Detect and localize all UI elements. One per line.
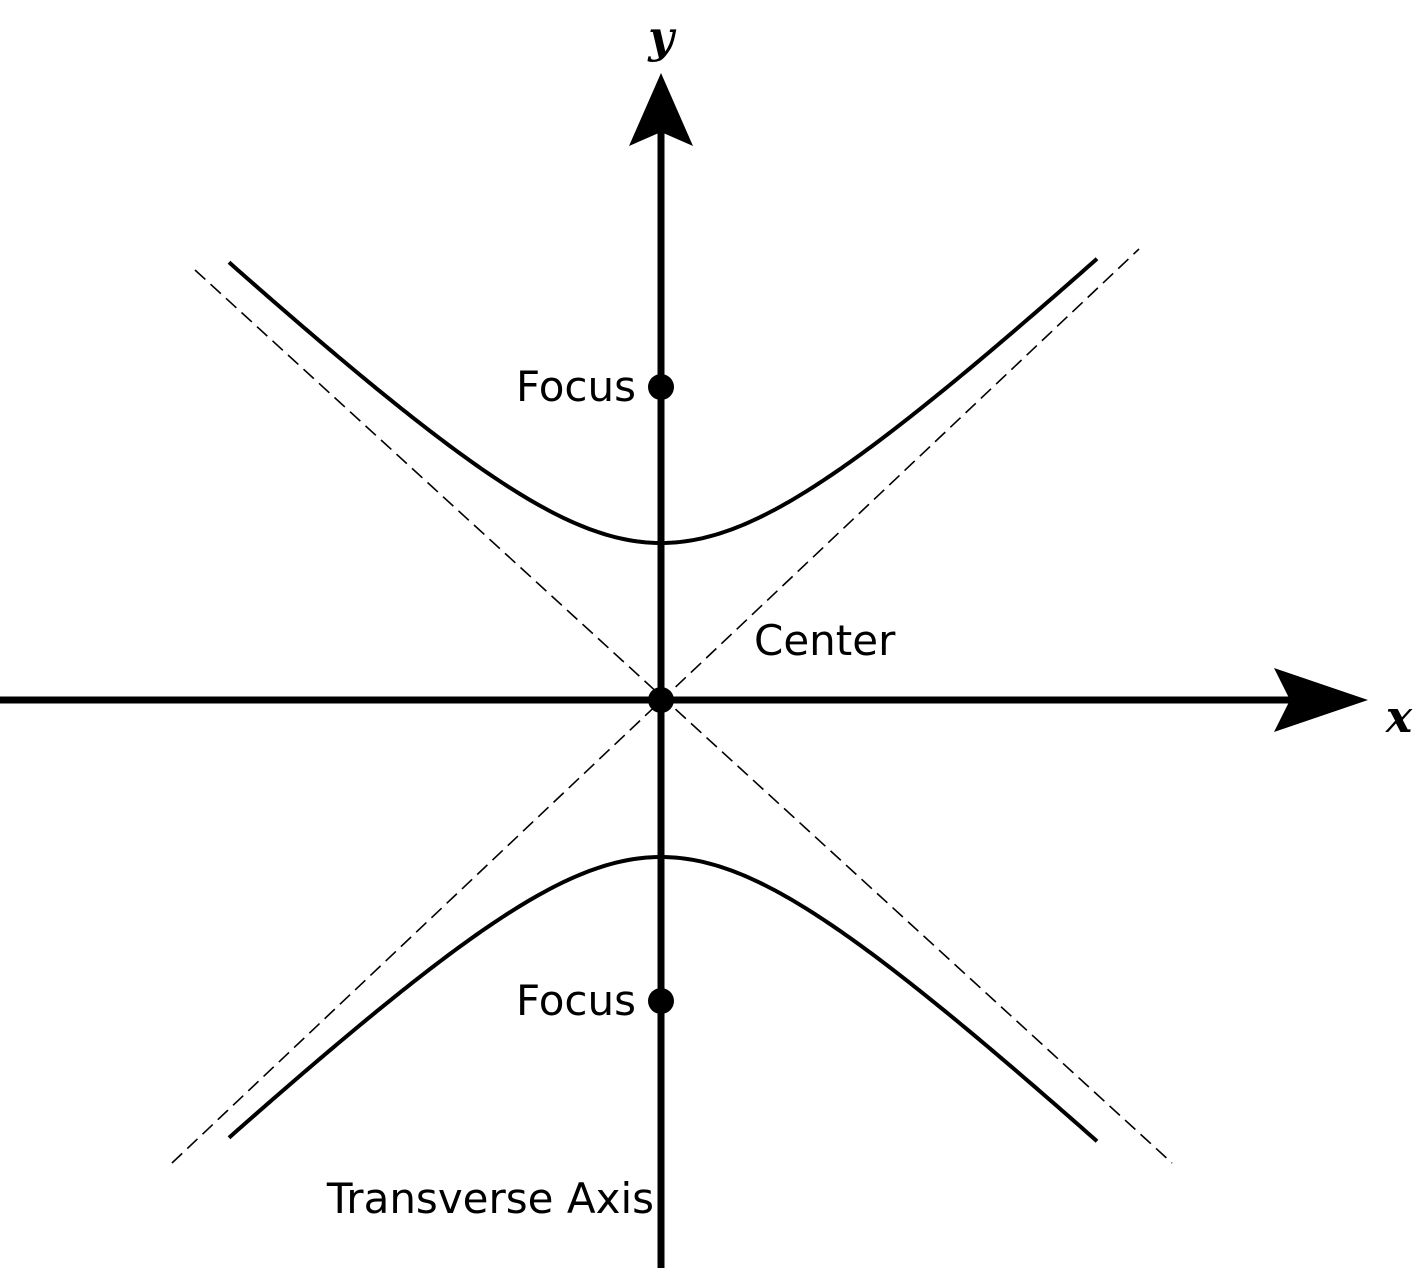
y-axis-label: y <box>647 12 677 63</box>
asymptote-negative-slope <box>194 269 1173 1164</box>
upper-focus-point <box>648 374 674 400</box>
x-axis-arrowhead <box>1274 668 1368 732</box>
transverse-axis-label: Transverse Axis <box>326 1174 654 1223</box>
center-point <box>648 687 674 713</box>
x-axis-label: x <box>1385 692 1413 743</box>
lower-focus-label: Focus <box>516 976 636 1025</box>
y-axis-arrowhead <box>629 73 693 146</box>
lower-focus-point <box>648 988 674 1014</box>
asymptote-positive-slope <box>171 248 1140 1164</box>
upper-focus-label: Focus <box>516 362 636 411</box>
center-label: Center <box>754 616 896 665</box>
